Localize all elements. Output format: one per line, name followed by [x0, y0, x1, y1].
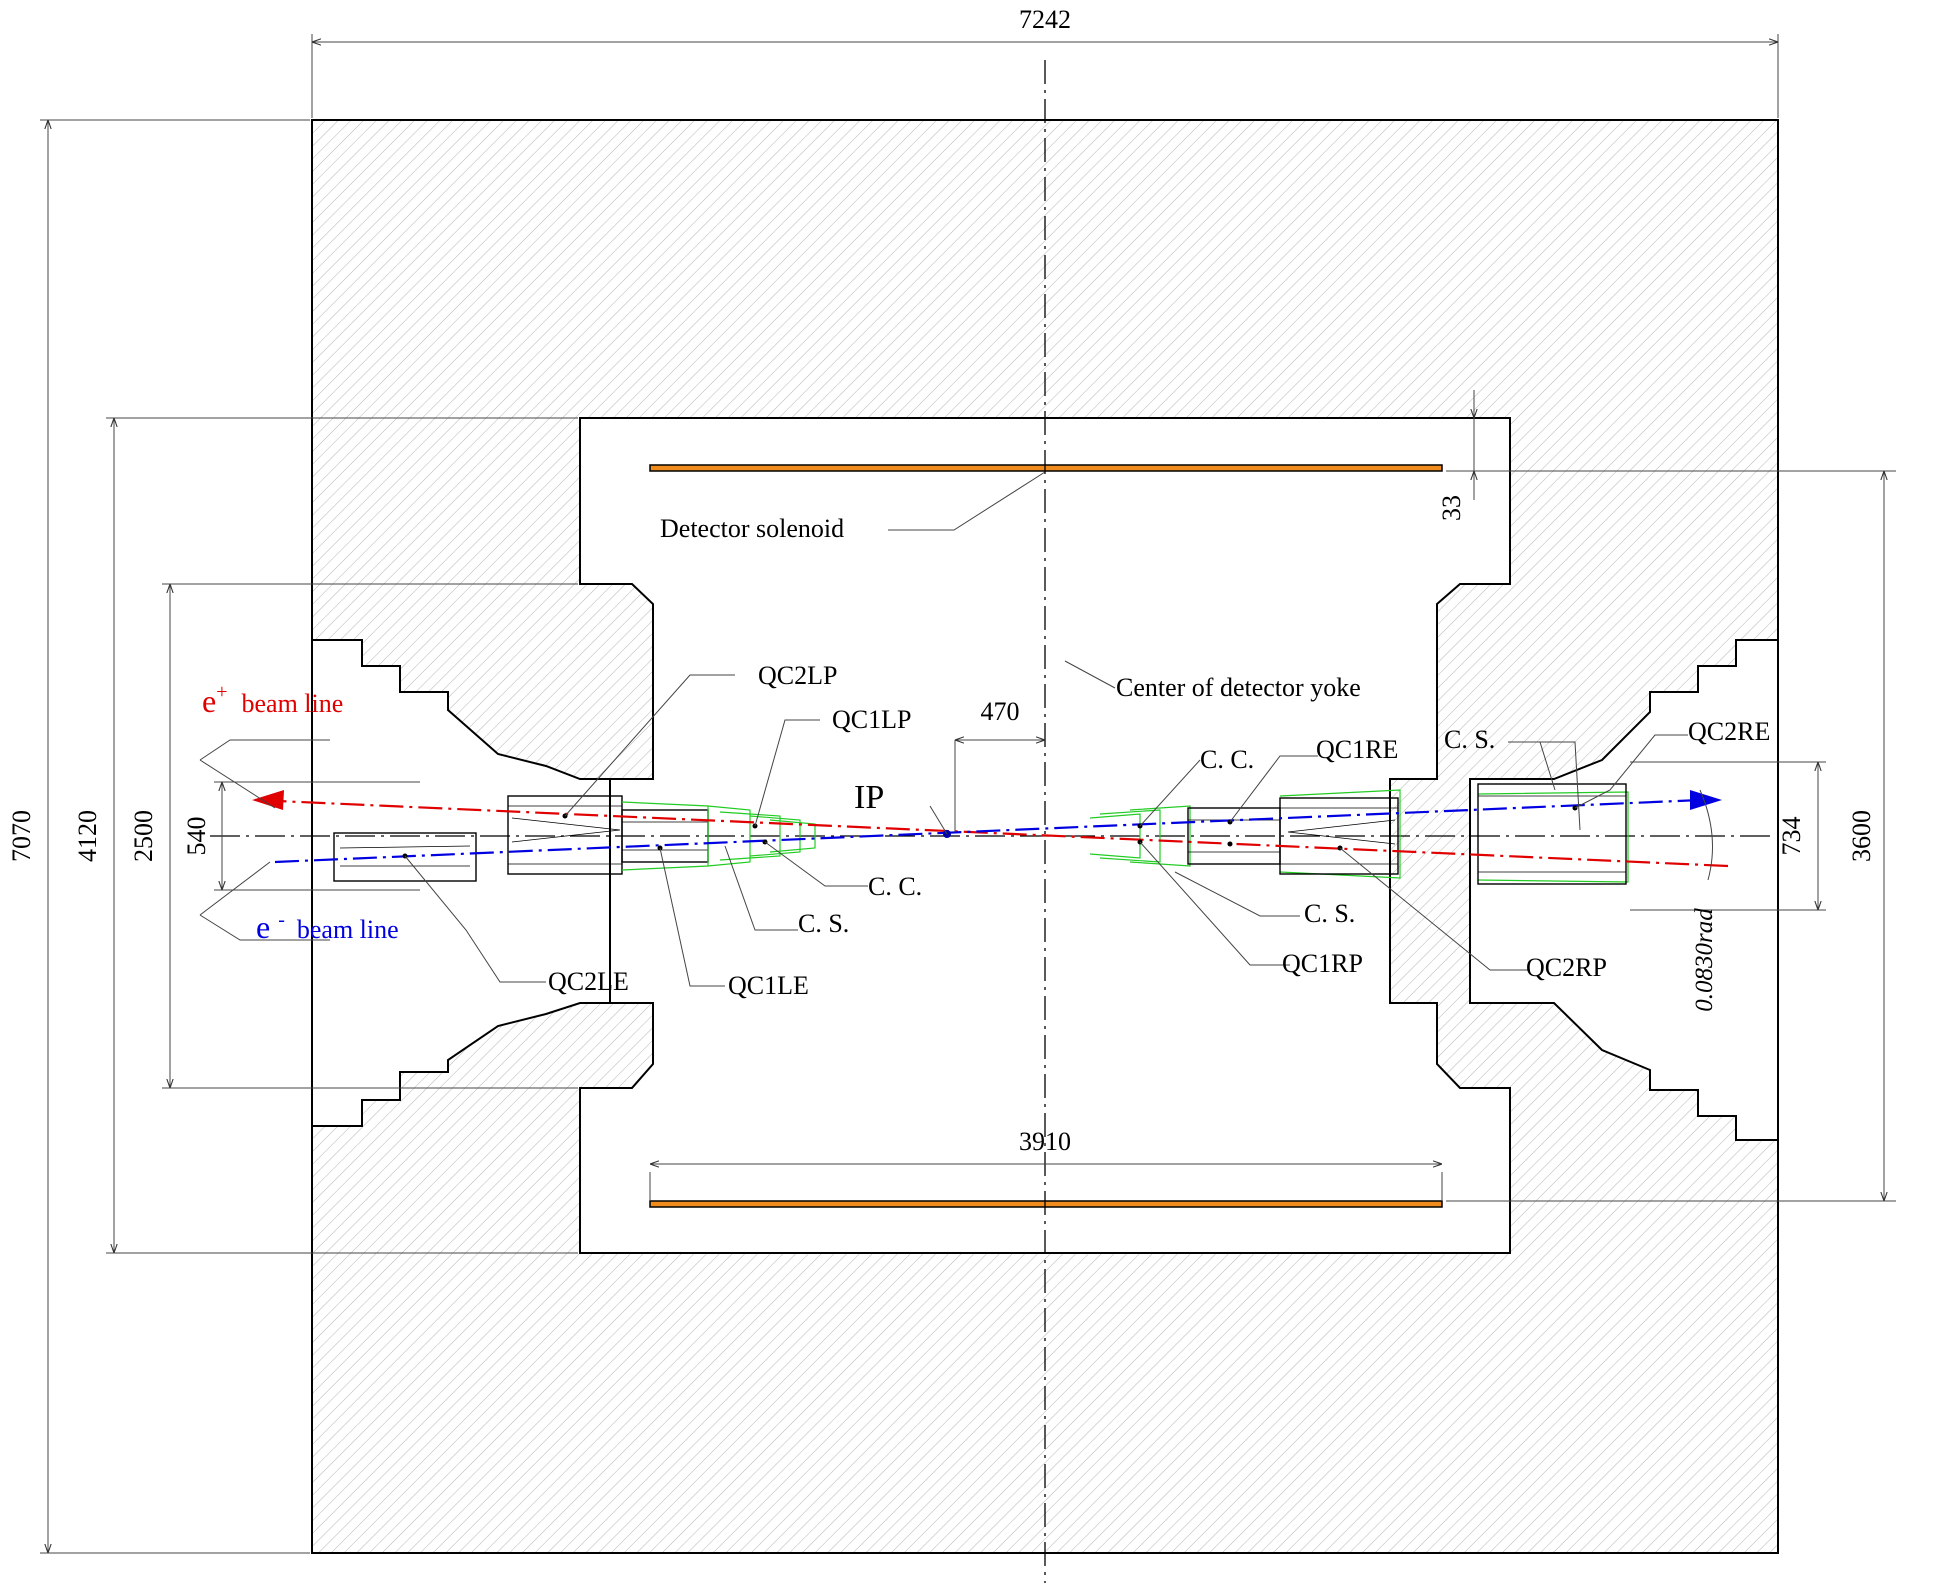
qc2le-magnet [333, 832, 477, 882]
right-endcap-opening [1469, 639, 1779, 1141]
dim-inner-height: 4120 [73, 810, 102, 862]
electron-beam-line [274, 798, 1701, 864]
label-detector-solenoid: Detector solenoid [660, 514, 844, 543]
label-qc2rp: QC2RP [1526, 953, 1607, 982]
leader-lines [199, 471, 1688, 987]
dim-right-bore: 734 [1777, 817, 1806, 856]
positron-sup: + [216, 681, 227, 703]
right-magnets [1187, 783, 1627, 885]
dimension-lines [40, 34, 1896, 1554]
dim-total-height: 7070 [7, 810, 36, 862]
label-cs-left: C. S. [798, 909, 849, 938]
label-ip: IP [854, 779, 884, 816]
dim-solenoid-span: 3600 [1847, 810, 1876, 862]
label-center-yoke: Center of detector yoke [1116, 673, 1361, 702]
label-electron-beam: e-beam line [256, 909, 399, 945]
electron-sup: - [278, 909, 285, 931]
dim-crossing-angle: 0.0830rad [1691, 908, 1718, 1012]
left-endcap-opening [311, 639, 611, 1127]
left-magnets [333, 795, 709, 882]
solenoid-bottom [649, 1200, 1443, 1208]
label-cs-right: C. S. [1304, 899, 1355, 928]
dim-ip-offset: 470 [981, 697, 1020, 726]
positron-beam-text: beam line [241, 689, 343, 718]
label-qc1lp: QC1LP [832, 705, 911, 734]
qc2re-magnet [1477, 783, 1627, 885]
label-cs-right-top: C. S. [1444, 725, 1495, 754]
label-positron-beam: e+ beam line [202, 681, 343, 719]
solenoid-top [649, 464, 1443, 472]
label-qc1re: QC1RE [1316, 735, 1398, 764]
electron-symbol: e [256, 909, 270, 945]
electron-arrowhead [1690, 790, 1722, 810]
dim-beam-gap: 540 [182, 817, 211, 856]
positron-arrowhead [252, 790, 284, 810]
right-compensation-solenoid [1089, 789, 1629, 883]
label-cc-left: C. C. [868, 872, 922, 901]
qc2rp-magnet [1279, 797, 1399, 875]
label-qc2re: QC2RE [1688, 717, 1770, 746]
label-qc2lp: QC2LP [758, 661, 837, 690]
electron-beam-text: beam line [297, 915, 399, 944]
positron-beam-line [254, 798, 1729, 868]
dim-total-width: 7242 [1019, 5, 1071, 34]
dim-endcap-gap: 2500 [129, 810, 158, 862]
label-cc-right: C. C. [1200, 745, 1254, 774]
label-qc1le: QC1LE [728, 971, 809, 1000]
label-qc1rp: QC1RP [1282, 949, 1363, 978]
dim-solenoid-length: 3910 [1019, 1127, 1071, 1156]
label-qc2le: QC2LE [548, 967, 629, 996]
left-compensation-solenoid [621, 801, 816, 871]
positron-symbol: e [202, 683, 216, 719]
dim-solenoid-offset: 33 [1437, 495, 1466, 521]
